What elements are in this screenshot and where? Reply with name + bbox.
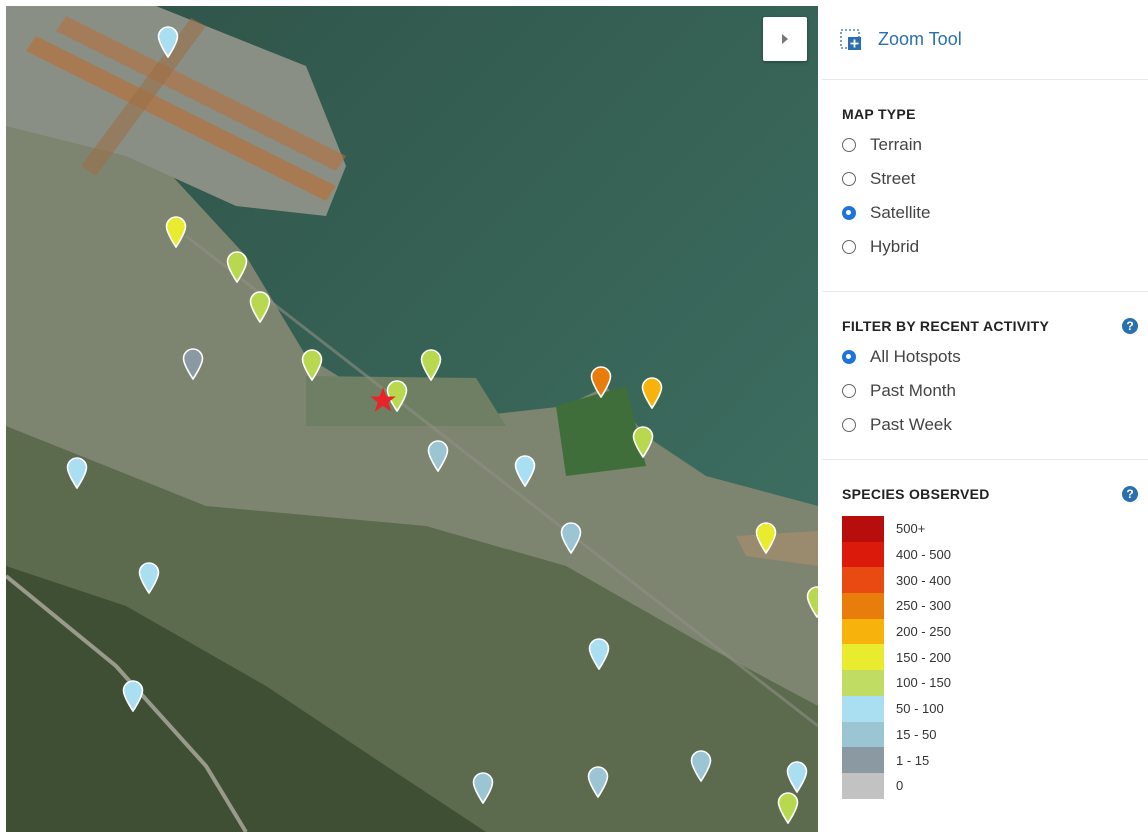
radio-past-week[interactable] (842, 418, 856, 432)
hotspot-pin-icon[interactable] (806, 586, 818, 618)
legend-row: 300 - 400 (842, 567, 1148, 594)
radio-terrain[interactable] (842, 138, 856, 152)
legend-label: 100 - 150 (896, 675, 951, 691)
legend-swatch (842, 721, 884, 748)
legend-label: 50 - 100 (896, 701, 944, 717)
map-type-section: MAP TYPE Terrain Street Satellite Hybrid (822, 80, 1148, 292)
legend-row: 0 (842, 772, 1148, 799)
species-title: SPECIES OBSERVED (842, 486, 990, 502)
legend-swatch (842, 772, 884, 799)
map-type-satellite[interactable]: Satellite (842, 196, 1148, 230)
question-circle-icon[interactable]: ? (1122, 318, 1138, 334)
legend-swatch (842, 593, 884, 619)
map-type-hybrid-label: Hybrid (870, 237, 920, 256)
legend-label: 0 (896, 778, 904, 794)
filter-title: FILTER BY RECENT ACTIVITY (842, 318, 1050, 334)
legend-row: 500+ (842, 516, 1148, 542)
hotspot-pin-icon[interactable] (514, 455, 536, 487)
hotspot-pin-icon[interactable] (386, 380, 408, 412)
map-type-street[interactable]: Street (842, 162, 1148, 196)
legend-row: 200 - 250 (842, 618, 1148, 645)
hotspot-pin-icon[interactable] (755, 522, 777, 554)
legend-label: 15 - 50 (896, 726, 937, 742)
filter-all-hotspots[interactable]: All Hotspots (842, 340, 1148, 374)
hotspot-pin-icon[interactable] (301, 349, 323, 381)
map-type-satellite-label: Satellite (870, 203, 931, 222)
legend-label: 250 - 300 (896, 598, 951, 614)
zoom-box-icon (840, 28, 861, 50)
question-circle-icon[interactable]: ? (1122, 486, 1138, 502)
filter-section: ? FILTER BY RECENT ACTIVITY All Hotspots… (822, 292, 1148, 460)
hotspot-pin-icon[interactable] (138, 562, 160, 594)
hotspot-pin-icon[interactable] (420, 349, 442, 381)
zoom-tool-button[interactable]: Zoom Tool (822, 0, 1148, 80)
species-section: ? SPECIES OBSERVED 500+ 400 - 500 300 - 40… (822, 460, 1148, 799)
filter-past-week[interactable]: Past Week (842, 408, 1148, 442)
filter-past-month[interactable]: Past Month (842, 374, 1148, 408)
hotspot-pin-icon[interactable] (777, 792, 799, 824)
hotspot-pin-icon[interactable] (588, 638, 610, 670)
hotspot-pin-icon[interactable] (249, 291, 271, 323)
legend-swatch (842, 747, 884, 773)
radio-past-month[interactable] (842, 384, 856, 398)
legend-row: 150 - 200 (842, 644, 1148, 671)
legend-label: 150 - 200 (896, 649, 951, 665)
hotspot-pin-icon[interactable] (641, 377, 663, 409)
map-type-terrain[interactable]: Terrain (842, 128, 1148, 162)
map-type-hybrid[interactable]: Hybrid (842, 230, 1148, 264)
satellite-imagery (6, 6, 818, 832)
hotspot-pin-icon[interactable] (690, 750, 712, 782)
map-side-panel: Zoom Tool MAP TYPE Terrain Street Satell… (822, 0, 1148, 832)
legend-label: 1 - 15 (896, 752, 930, 768)
hotspot-pin-icon[interactable] (165, 216, 187, 248)
legend-swatch (842, 670, 884, 696)
legend-label: 200 - 250 (896, 624, 951, 640)
current-location-star-icon[interactable] (369, 386, 397, 414)
hotspot-pin-icon[interactable] (122, 680, 144, 712)
legend-label: 300 - 400 (896, 572, 951, 588)
legend-row: 1 - 15 (842, 747, 1148, 773)
legend-swatch (842, 695, 884, 722)
hotspot-pin-icon[interactable] (590, 366, 612, 398)
map-type-terrain-label: Terrain (870, 135, 922, 154)
filter-past-month-label: Past Month (870, 381, 956, 400)
zoom-tool-label: Zoom Tool (878, 29, 962, 49)
hotspot-pin-icon[interactable] (226, 251, 248, 283)
legend-row: 50 - 100 (842, 695, 1148, 722)
radio-street[interactable] (842, 172, 856, 186)
legend-row: 15 - 50 (842, 721, 1148, 748)
legend-swatch (842, 516, 884, 542)
hotspot-pin-icon[interactable] (66, 457, 88, 489)
legend-swatch (842, 567, 884, 594)
legend-swatch (842, 541, 884, 568)
legend-swatch (842, 618, 884, 645)
legend-row: 250 - 300 (842, 593, 1148, 619)
radio-all-hotspots[interactable] (842, 350, 856, 364)
map-type-street-label: Street (870, 169, 916, 188)
hotspot-pin-icon[interactable] (472, 772, 494, 804)
hotspot-pin-icon[interactable] (427, 440, 449, 472)
legend-label: 500+ (896, 521, 926, 537)
hotspot-pin-icon[interactable] (632, 426, 654, 458)
collapse-panel-button[interactable] (763, 17, 807, 61)
map-type-title: MAP TYPE (842, 106, 916, 122)
chevron-right-icon (782, 34, 788, 44)
hotspot-pin-icon[interactable] (182, 348, 204, 380)
species-legend: 500+ 400 - 500 300 - 400 250 - 300 200 - 250… (842, 516, 1148, 799)
radio-satellite[interactable] (842, 206, 856, 220)
legend-swatch (842, 644, 884, 671)
legend-row: 400 - 500 (842, 541, 1148, 568)
satellite-map[interactable] (6, 6, 818, 832)
radio-hybrid[interactable] (842, 240, 856, 254)
hotspot-pin-icon[interactable] (786, 761, 808, 793)
filter-past-week-label: Past Week (870, 415, 952, 434)
hotspot-pin-icon[interactable] (157, 26, 179, 58)
filter-all-hotspots-label: All Hotspots (870, 347, 961, 366)
legend-label: 400 - 500 (896, 547, 951, 563)
hotspot-pin-icon[interactable] (587, 766, 609, 798)
hotspot-pin-icon[interactable] (560, 522, 582, 554)
legend-row: 100 - 150 (842, 670, 1148, 696)
